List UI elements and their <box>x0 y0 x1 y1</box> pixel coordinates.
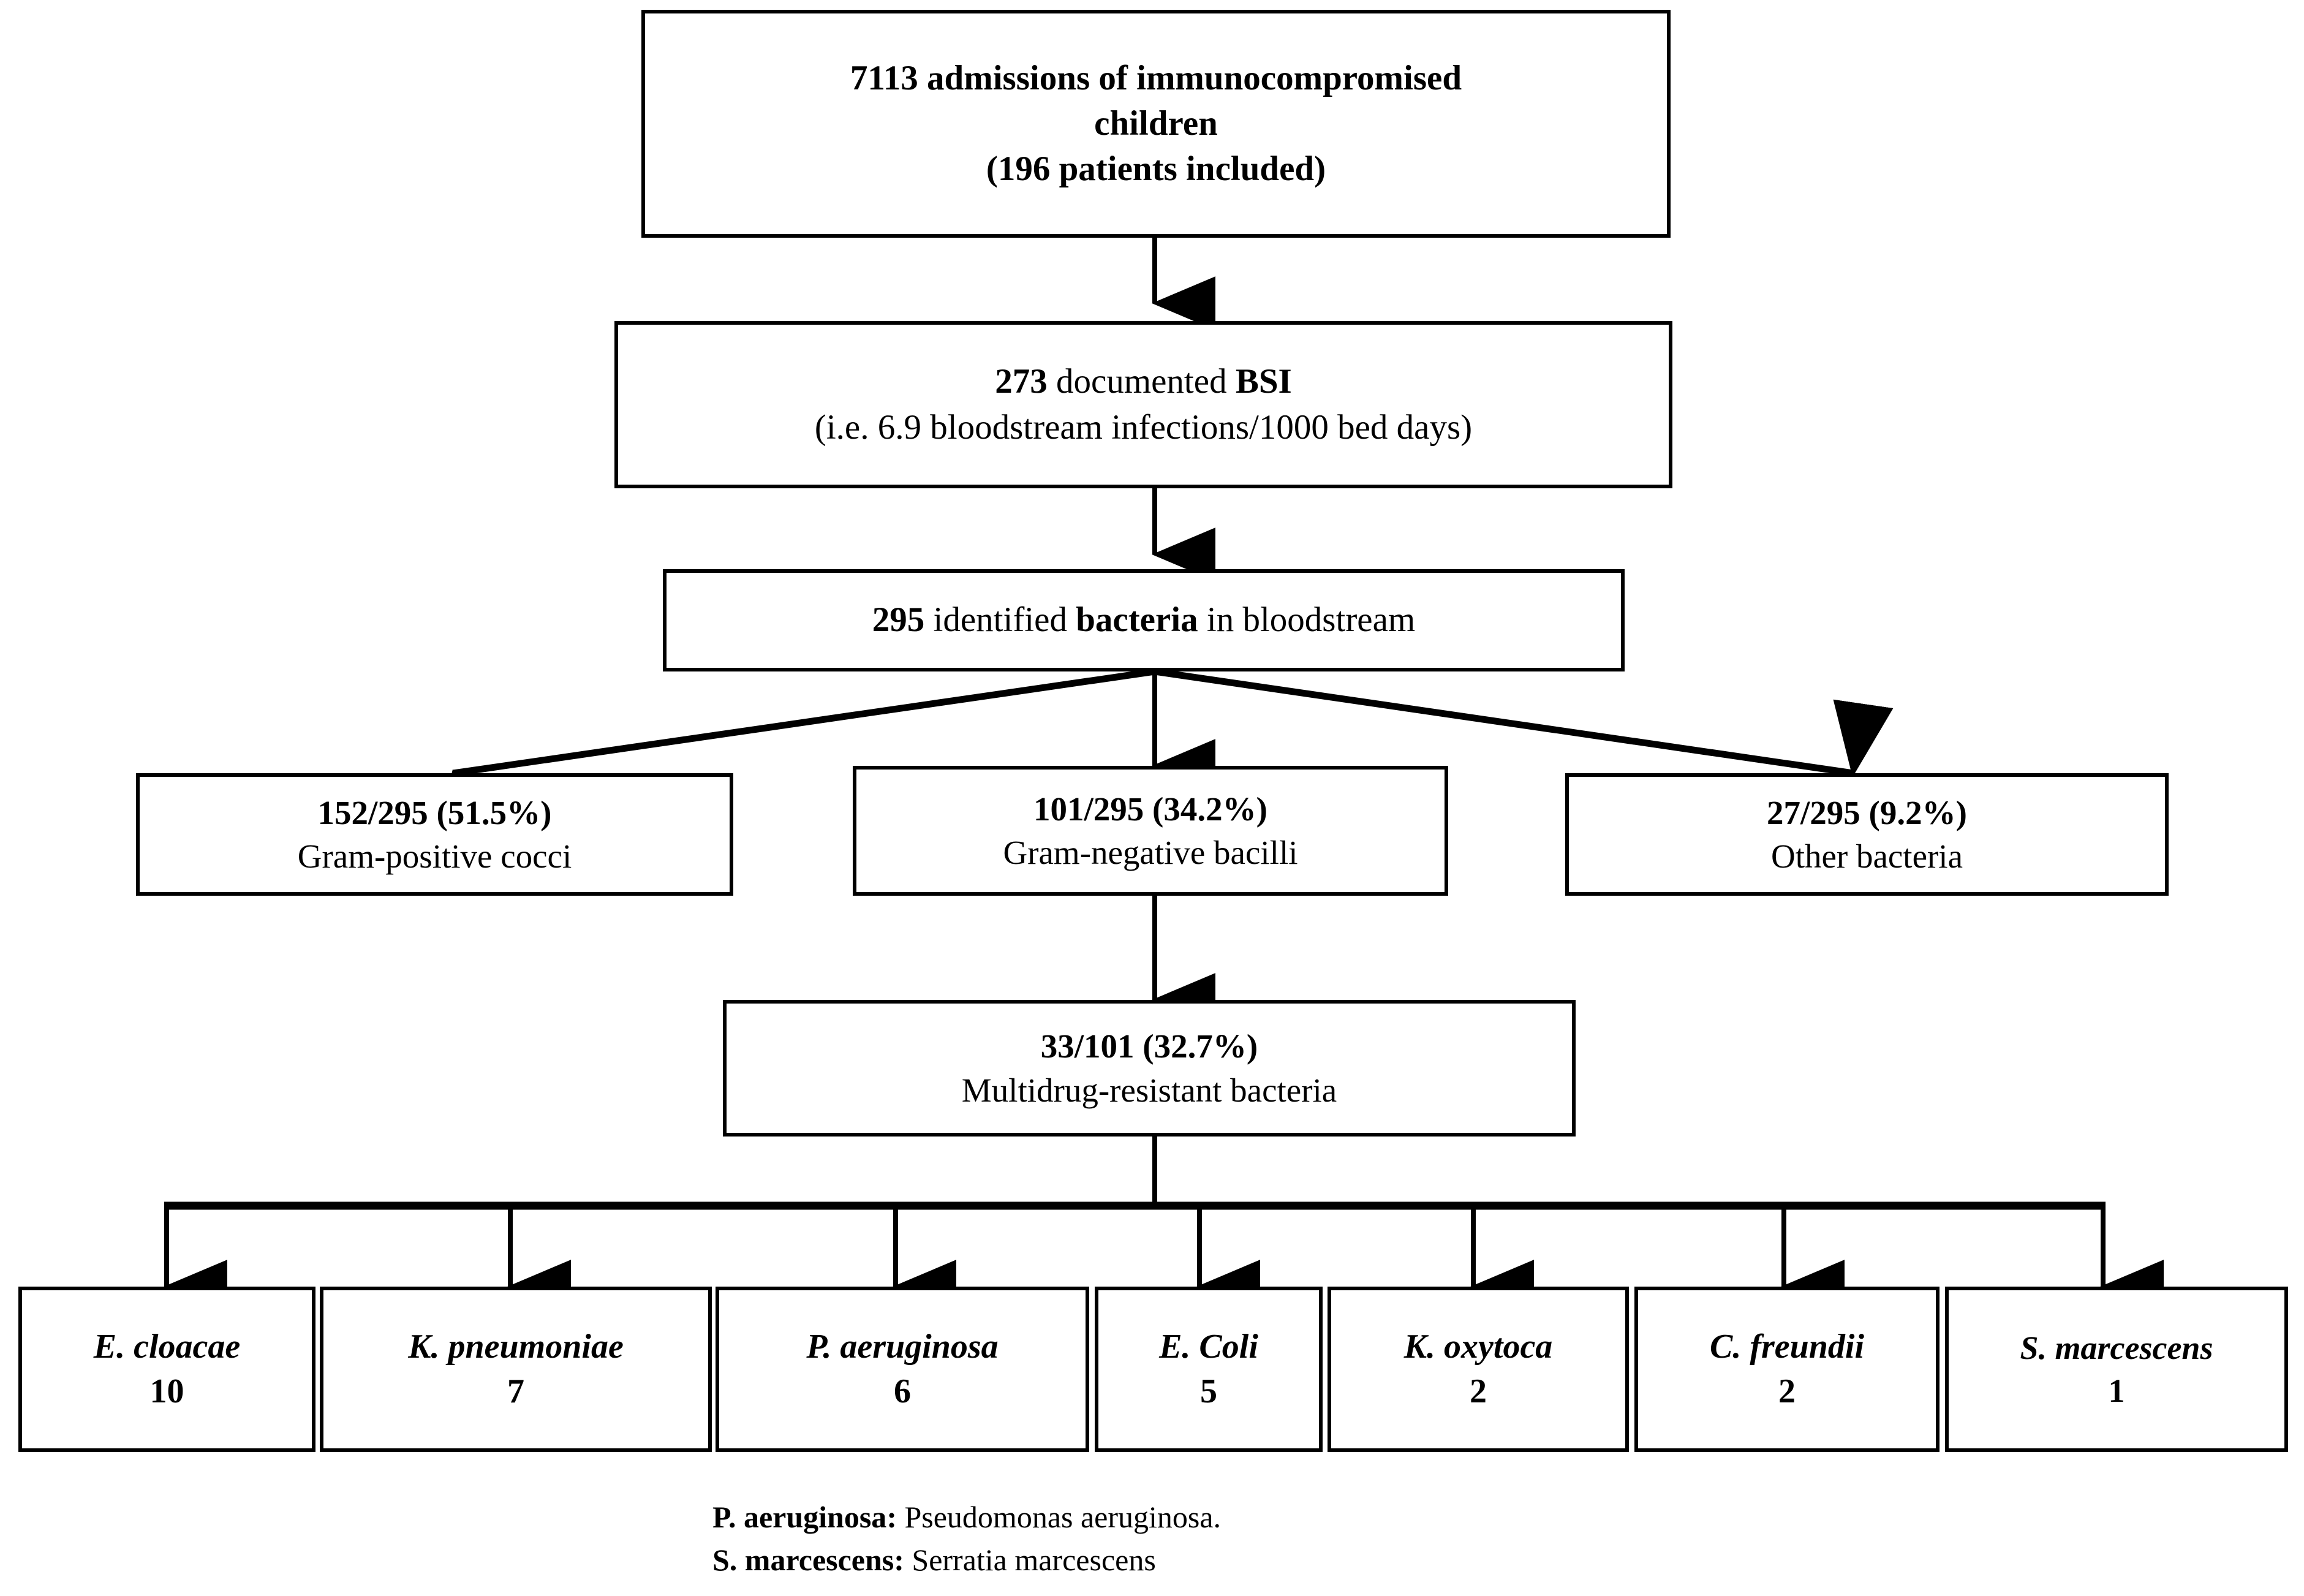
species-count: 7 <box>507 1372 524 1410</box>
node-species-2: K. pneumoniae 7 <box>320 1287 712 1452</box>
bacteria-line-1: 295 identified bacteria in bloodstream <box>667 597 1621 643</box>
species-count: 1 <box>2108 1372 2125 1409</box>
species-name: P. aeruginosa <box>806 1328 999 1366</box>
node-gram-negative: 101/295 (34.2%) Gram-negative bacilli <box>853 766 1448 896</box>
bsi-line-1: 273 documented BSI <box>618 359 1669 404</box>
other-bacteria-count: 27/295 (9.2%) <box>1767 793 1967 831</box>
species-name: S. marcescens <box>2020 1329 2213 1366</box>
footnote-1-sep: : <box>886 1500 905 1534</box>
node-species-4: E. Coli 5 <box>1095 1287 1323 1452</box>
footnote-2-full: Serratia marcescens <box>912 1543 1156 1577</box>
species-name: K. pneumoniae <box>408 1328 624 1366</box>
footnote-2-abbr: S. marcescens <box>712 1543 894 1577</box>
species-name: K. oxytoca <box>1403 1328 1553 1366</box>
node-admissions: 7113 admissions of immunocompromised chi… <box>641 10 1671 238</box>
other-bacteria-label: Other bacteria <box>1770 838 1963 875</box>
species-count: 5 <box>1200 1372 1217 1410</box>
bacteria-count: 295 <box>872 600 925 640</box>
admissions-line-1: 7113 admissions of immunocompromised <box>850 58 1462 97</box>
species-name: E. cloacae <box>93 1328 241 1366</box>
node-other-bacteria: 27/295 (9.2%) Other bacteria <box>1565 773 2169 896</box>
bsi-line-2: (i.e. 6.9 bloodstream infections/1000 be… <box>814 407 1473 447</box>
node-species-7: S. marcescens 1 <box>1945 1287 2288 1452</box>
species-name: C. freundii <box>1709 1328 1865 1366</box>
node-mdr: 33/101 (32.7%) Multidrug-resistant bacte… <box>723 1000 1576 1136</box>
mdr-label: Multidrug-resistant bacteria <box>961 1071 1337 1109</box>
gram-negative-label: Gram-negative bacilli <box>1003 834 1298 871</box>
node-species-3: P. aeruginosa 6 <box>716 1287 1089 1452</box>
arrow-bacteria-to-other-bacteria <box>1154 668 1894 777</box>
node-species-6: C. freundii 2 <box>1634 1287 1940 1452</box>
bsi-count: 273 <box>995 362 1048 401</box>
species-count: 2 <box>1778 1372 1796 1410</box>
bsi-abbrev: BSI <box>1235 362 1292 401</box>
species-count: 6 <box>894 1372 911 1410</box>
bacteria-word-bacteria: bacteria <box>1076 600 1198 640</box>
footnote-2: S. marcescens: Serratia marcescens <box>712 1540 1156 1581</box>
bacteria-word-in-bloodstream: in bloodstream <box>1198 600 1416 640</box>
mdr-count: 33/101 (32.7%) <box>1040 1027 1258 1065</box>
node-bsi: 273 documented BSI (i.e. 6.9 bloodstream… <box>614 321 1672 488</box>
footnote-1-full: Pseudomonas aeruginosa. <box>904 1500 1222 1534</box>
gram-negative-count: 101/295 (34.2%) <box>1033 790 1267 828</box>
admissions-line-3: (196 patients included) <box>986 149 1326 189</box>
node-gram-positive: 152/295 (51.5%) Gram-positive cocci <box>136 773 733 896</box>
footnote-2-sep: : <box>894 1543 912 1577</box>
bacteria-word-identified: identified <box>924 600 1076 640</box>
footnote-1-abbr: P. aeruginosa <box>712 1500 887 1534</box>
gram-positive-count: 152/295 (51.5%) <box>317 793 552 831</box>
gram-positive-label: Gram-positive cocci <box>297 838 572 875</box>
node-species-5: K. oxytoca 2 <box>1328 1287 1629 1452</box>
node-species-1: E. cloacae 10 <box>18 1287 315 1452</box>
footnote-1: P. aeruginosa: Pseudomonas aeruginosa. <box>712 1497 1221 1538</box>
species-count: 2 <box>1470 1372 1487 1410</box>
node-bacteria-identified: 295 identified bacteria in bloodstream <box>663 569 1625 671</box>
admissions-line-2: children <box>1094 104 1218 143</box>
species-name: E. Coli <box>1159 1328 1258 1366</box>
arrow-bacteria-to-gram-positive <box>433 668 1155 847</box>
bsi-word-documented: documented <box>1047 362 1236 401</box>
species-count: 10 <box>149 1372 184 1410</box>
